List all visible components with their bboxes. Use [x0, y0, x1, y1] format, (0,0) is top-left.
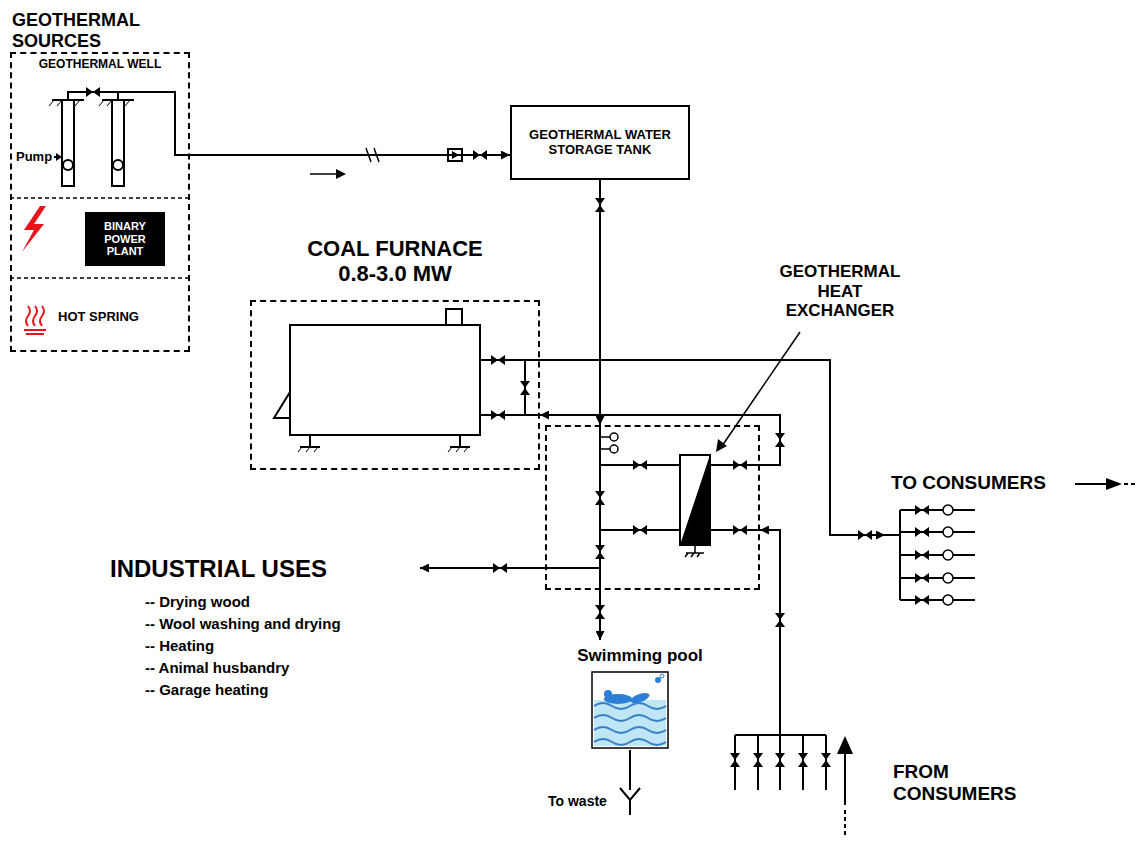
coal-furnace-symbol: [274, 309, 480, 452]
node-text: -- Garage heating: [145, 681, 268, 698]
gauge: [610, 445, 618, 453]
exchanger-plate: [680, 455, 710, 545]
valve-symbol: [915, 550, 929, 560]
swimming-pool: Swimming pool: [560, 640, 720, 752]
node-text: -- Animal husbandry: [145, 659, 289, 676]
pipe-connector: [599, 590, 601, 640]
valve-symbol: [730, 753, 740, 767]
arrow-heads: [56, 151, 1122, 754]
exchanger-group: GEOTHERMAL HEAT EXCHANGER: [545, 425, 760, 590]
valve-symbol: [733, 525, 747, 535]
industrial-uses: INDUSTRIAL USES -- Drying wood -- Wool was…: [110, 555, 420, 710]
node-heading: COAL FURNACE 0.8-3.0 MW: [295, 236, 495, 287]
valve-symbol: [633, 525, 647, 535]
node-heading: TO CONSUMERS: [891, 472, 1046, 494]
valve-symbol: [595, 491, 605, 505]
pipe-connector: [760, 530, 780, 725]
node-text: Pump: [16, 150, 52, 165]
node-heading: INDUSTRIAL USES: [110, 555, 327, 583]
return-manifold: [735, 725, 826, 790]
exchanger-pipes: [545, 425, 760, 590]
node-text: -- Wool washing and drying: [145, 615, 341, 632]
valve-symbol: [915, 505, 929, 515]
node-text: -- Drying wood: [145, 593, 250, 610]
valve-symbol: [798, 753, 808, 767]
pipe-connector: [540, 415, 780, 465]
consumer-return: FROM CONSUMERS: [725, 725, 1015, 815]
leader-line: [722, 332, 800, 446]
valve-symbol: [86, 87, 100, 97]
flow-label: To waste: [548, 793, 607, 809]
valve-symbol: [915, 595, 929, 605]
node-heading: GEOTHERMAL SOURCES: [12, 10, 152, 51]
heat-exchanger-symbol: [680, 455, 710, 545]
well-symbol: [49, 92, 190, 186]
valve-symbol: [915, 573, 929, 583]
valve-symbol: [733, 460, 747, 470]
valve-symbol: [915, 527, 929, 537]
flow-arrow: [310, 173, 338, 175]
valve-symbol: [753, 753, 763, 767]
consumer-manifold: [885, 510, 975, 600]
in-arrow: [844, 752, 846, 805]
pipe-connector: [420, 567, 545, 569]
section-divider: [10, 197, 190, 199]
pipe-connector: [540, 360, 885, 535]
section-divider: [10, 277, 190, 279]
power-plant-box: BINARY POWER PLANT: [85, 212, 165, 266]
node-text: -- Heating: [145, 637, 214, 654]
source-group: GEOTHERMAL SOURCESGEOTHERMAL WELLPumpBIN…: [10, 52, 190, 352]
node-heading: Swimming pool: [560, 646, 720, 666]
node-heading: GEOTHERMAL WELL: [10, 58, 190, 72]
pipe-connector: [190, 154, 510, 156]
node-heading: GEOTHERMAL WATER STORAGE TANK: [525, 128, 675, 158]
furnace-group: COAL FURNACE 0.8-3.0 MW: [250, 300, 540, 470]
lightning-icon: [22, 206, 46, 252]
node-heading: GEOTHERMAL HEAT EXCHANGER: [775, 262, 905, 321]
out-arrow: [1075, 483, 1108, 485]
valve-symbol: [633, 460, 647, 470]
swimming-pool-picture: [592, 672, 668, 748]
valve-symbol: [821, 753, 831, 767]
valve-symbol: [491, 410, 505, 420]
waste-drain: [620, 750, 640, 815]
well-section: GEOTHERMAL WELL Pump: [10, 52, 190, 198]
valve-symbol: [491, 355, 505, 365]
pipe-connector: [599, 180, 601, 425]
storage-tank: GEOTHERMAL WATER STORAGE TANK: [510, 105, 690, 180]
hot-spring-icon: [24, 306, 46, 334]
consumer-supply: TO CONSUMERS: [885, 468, 1125, 610]
furnace-pipes: [480, 360, 540, 415]
node-heading: HOT SPRING: [58, 310, 139, 325]
node-heading: FROM CONSUMERS: [893, 761, 1023, 805]
valve-symbols: [86, 87, 929, 767]
node-heading: BINARY POWER PLANT: [93, 220, 157, 258]
valve-symbol: [595, 545, 605, 559]
hot-spring-section: HOT SPRING: [10, 278, 190, 352]
gauge: [610, 433, 618, 441]
drawing-strokes: [10, 92, 1136, 835]
valve-symbol: [520, 381, 530, 395]
valve-symbol: [775, 753, 785, 767]
